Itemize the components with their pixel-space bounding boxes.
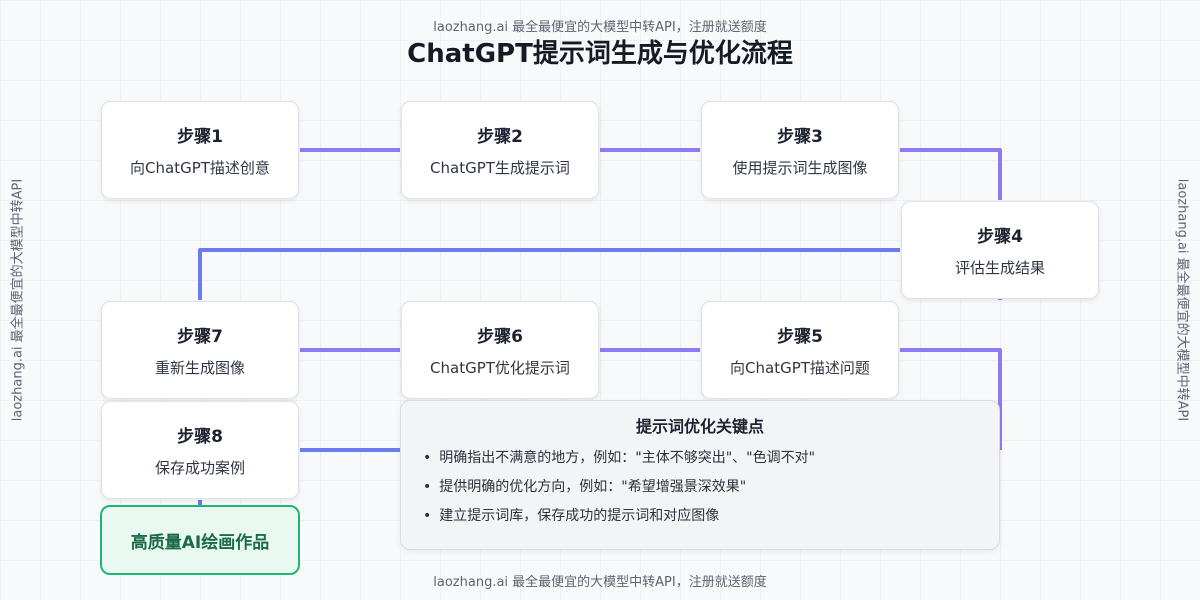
step-3-name: 步骤3 bbox=[777, 127, 823, 147]
page-title: ChatGPT提示词生成与优化流程 bbox=[407, 39, 793, 69]
keypoint-text: 建立提示词库，保存成功的提示词和对应图像 bbox=[439, 508, 720, 524]
result-box: 高质量AI绘画作品 bbox=[100, 505, 300, 575]
step-5-box: 步骤5 向ChatGPT描述问题 bbox=[701, 301, 899, 399]
step-6-name: 步骤6 bbox=[477, 327, 523, 347]
step-7-desc: 重新生成图像 bbox=[154, 359, 245, 377]
watermark-bottom: laozhang.ai 最全最便宜的大模型中转API，注册就送额度 bbox=[433, 575, 767, 590]
keypoint-item: • 提供明确的优化方向，例如："希望增强景深效果" bbox=[423, 476, 979, 505]
step-3-box: 步骤3 使用提示词生成图像 bbox=[701, 101, 899, 199]
step-4-desc: 评估生成结果 bbox=[954, 259, 1045, 277]
step-4-name: 步骤4 bbox=[977, 227, 1023, 247]
keypoint-text: 提供明确的优化方向，例如："希望增强景深效果" bbox=[439, 479, 747, 495]
step-8-desc: 保存成功案例 bbox=[154, 459, 245, 477]
step-1-desc: 向ChatGPT描述创意 bbox=[130, 159, 270, 177]
step-2-desc: ChatGPT生成提示词 bbox=[430, 159, 570, 177]
bullet-icon: • bbox=[423, 508, 432, 524]
bullet-icon: • bbox=[423, 450, 432, 466]
connector-step3-step4 bbox=[900, 148, 1002, 200]
watermark-top: laozhang.ai 最全最便宜的大模型中转API，注册就送额度 bbox=[433, 20, 767, 35]
step-7-name: 步骤7 bbox=[177, 327, 223, 347]
step-2-name: 步骤2 bbox=[477, 127, 523, 147]
bullet-icon: • bbox=[423, 479, 432, 495]
connector-step4-step7 bbox=[198, 248, 900, 300]
step-8-box: 步骤8 保存成功案例 bbox=[101, 401, 299, 499]
step-1-box: 步骤1 向ChatGPT描述创意 bbox=[101, 101, 299, 199]
step-5-name: 步骤5 bbox=[777, 327, 823, 347]
keypoints-list: • 明确指出不满意的地方，例如："主体不够突出"、"色调不对" • 提供明确的优化方… bbox=[421, 447, 979, 534]
step-7-box: 步骤7 重新生成图像 bbox=[101, 301, 299, 399]
connector-step5-loop bbox=[900, 348, 1002, 450]
step-1-name: 步骤1 bbox=[177, 127, 223, 147]
step-6-box: 步骤6 ChatGPT优化提示词 bbox=[401, 301, 599, 399]
step-2-box: 步骤2 ChatGPT生成提示词 bbox=[401, 101, 599, 199]
keypoint-text: 明确指出不满意的地方，例如："主体不够突出"、"色调不对" bbox=[439, 450, 816, 466]
keypoints-panel: 提示词优化关键点 • 明确指出不满意的地方，例如："主体不够突出"、"色调不对" … bbox=[400, 400, 1000, 550]
step-5-desc: 向ChatGPT描述问题 bbox=[730, 359, 870, 377]
keypoints-title: 提示词优化关键点 bbox=[635, 417, 764, 436]
step-4-box: 步骤4 评估生成结果 bbox=[901, 201, 1099, 299]
step-3-desc: 使用提示词生成图像 bbox=[732, 159, 868, 177]
keypoint-item: • 建立提示词库，保存成功的提示词和对应图像 bbox=[423, 505, 979, 534]
step-8-name: 步骤8 bbox=[177, 427, 223, 447]
step-6-desc: ChatGPT优化提示词 bbox=[430, 359, 570, 377]
keypoint-item: • 明确指出不满意的地方，例如："主体不够突出"、"色调不对" bbox=[423, 447, 979, 476]
